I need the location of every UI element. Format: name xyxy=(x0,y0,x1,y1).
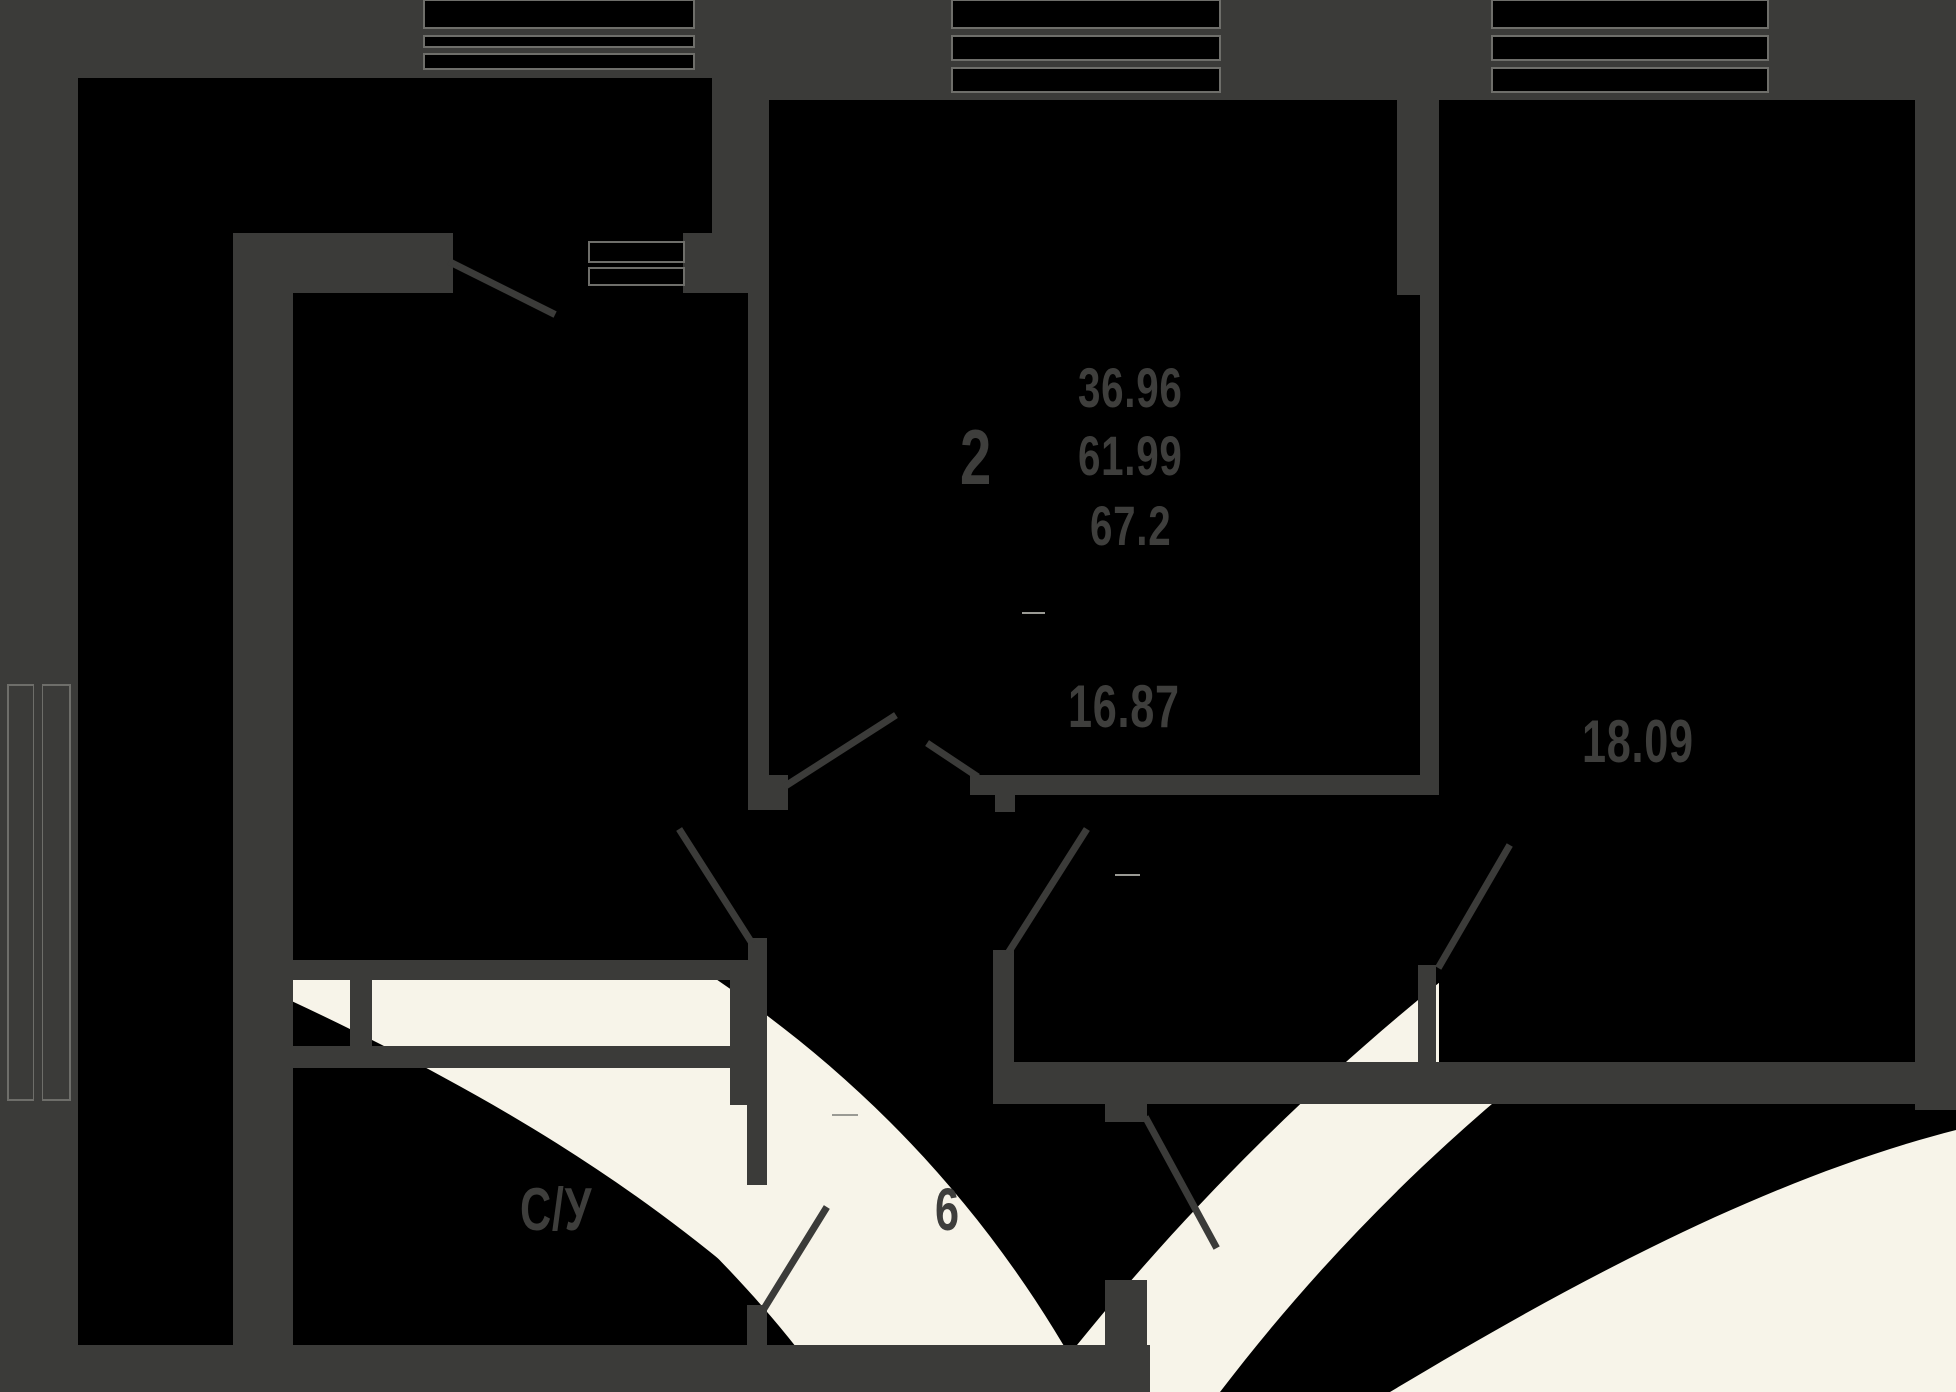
interior-masks xyxy=(1150,1105,1956,1392)
doors xyxy=(447,258,1513,1312)
rooms-count-label: 2 xyxy=(960,413,992,501)
living-room-area-label: 18.09 xyxy=(1582,708,1694,775)
windows xyxy=(7,0,1769,1101)
total-area-label: 61.99 xyxy=(1078,424,1183,487)
bedroom-area-label: 16.87 xyxy=(1068,673,1180,740)
bathroom-label: С/У xyxy=(520,1176,593,1243)
hallway-area-label: 6 xyxy=(935,1176,960,1243)
left-window-frame xyxy=(34,683,42,1103)
living-area-label: 36.96 xyxy=(1078,356,1183,419)
total-area-balcony-label: 67.2 xyxy=(1090,494,1172,557)
